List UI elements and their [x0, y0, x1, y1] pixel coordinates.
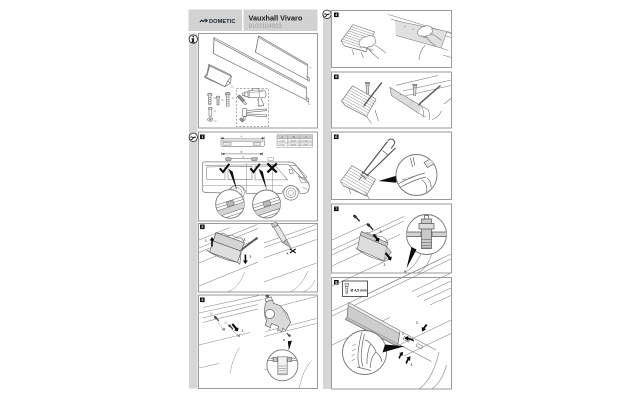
svg-text:6: 6	[335, 135, 337, 139]
svg-text:Ø 4,5 mm: Ø 4,5 mm	[351, 289, 367, 293]
svg-text:3: 3	[201, 298, 203, 302]
svg-text:4: 4	[335, 13, 338, 17]
svg-text:L=2900 mm: L=2900 mm	[288, 145, 300, 147]
svg-text:L=2402 mm: L=2402 mm	[301, 141, 313, 143]
svg-text:4x: 4x	[214, 119, 217, 123]
svg-text:B: B	[241, 150, 243, 154]
svg-text:2.: 2.	[416, 321, 419, 325]
svg-text:Vauxhall Vivaro: Vauxhall Vivaro	[249, 14, 303, 23]
svg-text:2.: 2.	[380, 230, 383, 234]
svg-text:1.: 1.	[205, 239, 208, 243]
svg-text:1x: 1x	[309, 66, 312, 70]
svg-text:L=2802 mm: L=2802 mm	[301, 145, 313, 147]
svg-text:B: B	[293, 137, 295, 139]
svg-text:1: 1	[201, 135, 203, 139]
svg-text:L=2500 mm: L=2500 mm	[288, 141, 300, 143]
svg-text:L=2,6m: L=2,6m	[278, 141, 286, 143]
svg-text:1.: 1.	[242, 329, 245, 333]
svg-text:4x: 4x	[232, 96, 235, 100]
svg-text:2x: 2x	[225, 321, 228, 325]
svg-text:8: 8	[335, 281, 337, 285]
svg-text:2.: 2.	[283, 338, 286, 342]
svg-text:1x: 1x	[308, 102, 311, 106]
svg-text:DOMETIC: DOMETIC	[209, 19, 236, 25]
svg-text:4x: 4x	[214, 96, 217, 100]
svg-text:4.: 4.	[287, 252, 290, 256]
svg-text:4x: 4x	[214, 109, 217, 113]
svg-text:2: 2	[201, 225, 203, 229]
svg-text:1.: 1.	[402, 332, 405, 336]
svg-text:2x: 2x	[231, 85, 234, 89]
svg-text:1.: 1.	[384, 263, 387, 267]
svg-text:4x: 4x	[221, 98, 224, 102]
svg-text:3.: 3.	[250, 255, 253, 259]
svg-text:C: C	[306, 137, 308, 139]
svg-text:2.: 2.	[244, 238, 247, 242]
svg-text:3.: 3.	[411, 363, 414, 367]
svg-text:7: 7	[335, 207, 337, 211]
svg-text:A: A	[241, 134, 243, 138]
svg-text:L=3,0m: L=3,0m	[278, 145, 286, 147]
svg-text:a: a	[404, 269, 406, 273]
svg-text:max. 1 mm: max. 1 mm	[401, 175, 414, 182]
svg-text:C: C	[242, 155, 244, 159]
svg-text:5: 5	[335, 75, 337, 79]
svg-text:A: A	[282, 136, 284, 139]
svg-text:9103104003: 9103104003	[249, 24, 283, 30]
svg-text:2x: 2x	[210, 312, 213, 316]
